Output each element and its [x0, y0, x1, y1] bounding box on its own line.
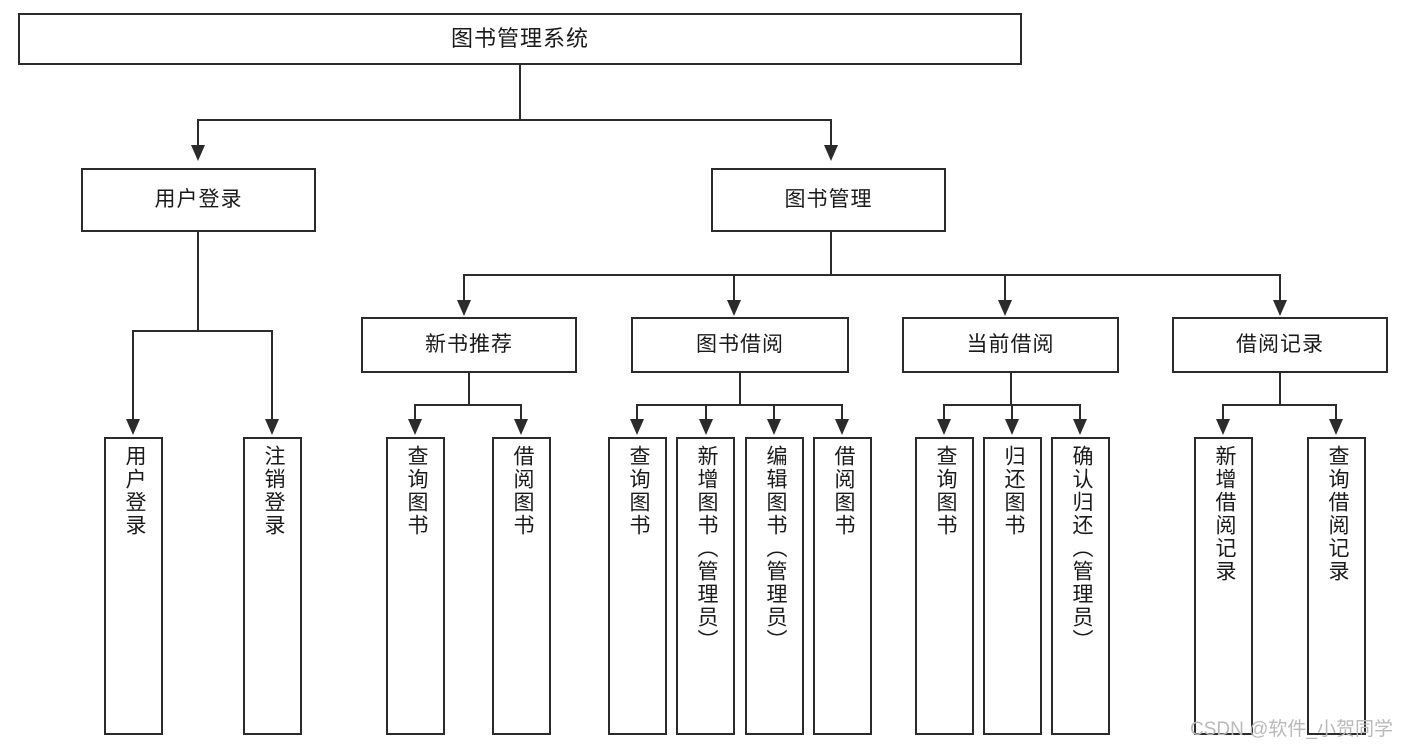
leaf-query-book-current[interactable]: 查询图书	[915, 437, 974, 735]
arrow-current-borrow-to-leaf-1	[1005, 419, 1019, 435]
node-label: 图书借阅	[696, 332, 784, 356]
connector-bm-to-book-borrow	[733, 274, 735, 302]
arrow-root-to-book-management	[824, 145, 838, 161]
node-borrow-record[interactable]: 借阅记录	[1172, 317, 1388, 373]
leaf-query-borrow-record[interactable]: 查询借阅记录	[1307, 437, 1366, 735]
connector-book-borrow-to-leaf-2	[773, 404, 775, 421]
arrow-new-book-to-leaf-1	[514, 419, 528, 435]
node-root-book-management-system[interactable]: 图书管理系统	[18, 13, 1022, 65]
leaf-label: 注销登录	[261, 445, 285, 537]
leaf-borrow-book[interactable]: 借阅图书	[813, 437, 872, 735]
connector-user-login-stem	[197, 232, 199, 331]
node-label: 图书管理	[784, 187, 873, 211]
connector-borrow-record-bus	[1223, 404, 1337, 406]
leaf-query-book-recommend[interactable]: 查询图书	[386, 437, 445, 735]
arrow-user-login-to-leaf-0	[126, 419, 140, 435]
node-label: 图书管理系统	[450, 26, 589, 52]
connector-current-borrow-stem	[1010, 373, 1012, 405]
leaf-label: 新增图书（管理员）	[694, 445, 718, 652]
connector-root-stem	[519, 65, 521, 120]
leaf-label: 查询图书	[404, 445, 428, 537]
node-user-login[interactable]: 用户登录	[81, 168, 316, 232]
connector-user-login-bus	[133, 330, 273, 332]
leaf-label: 确认归还（管理员）	[1069, 445, 1093, 652]
arrow-current-borrow-to-leaf-0	[937, 419, 951, 435]
leaf-query-book-borrow[interactable]: 查询图书	[608, 437, 667, 735]
arrow-user-login-to-leaf-1	[265, 419, 279, 435]
connector-borrow-record-to-leaf-0	[1222, 404, 1224, 421]
leaf-edit-book-admin[interactable]: 编辑图书（管理员）	[745, 437, 804, 735]
leaf-return-book[interactable]: 归还图书	[983, 437, 1042, 735]
node-book-management[interactable]: 图书管理	[711, 168, 946, 232]
leaf-label: 查询图书	[933, 445, 957, 537]
connector-bm-to-current-borrow	[1004, 274, 1006, 302]
connector-new-book-bus	[415, 404, 522, 406]
connector-book-management-stem	[830, 232, 832, 275]
leaf-label: 借阅图书	[510, 445, 534, 537]
arrow-bm-to-borrow-record	[1273, 300, 1287, 316]
arrow-root-to-user-login	[191, 145, 205, 161]
connector-new-book-stem	[468, 373, 470, 405]
connector-book-borrow-stem	[739, 373, 741, 405]
leaf-logout-login[interactable]: 注销登录	[243, 437, 302, 735]
connector-borrow-record-to-leaf-1	[1335, 404, 1337, 421]
arrow-borrow-record-to-leaf-1	[1329, 419, 1343, 435]
leaf-add-borrow-record[interactable]: 新增借阅记录	[1194, 437, 1253, 735]
arrow-bm-to-book-borrow	[727, 300, 741, 316]
connector-root-to-book-management	[830, 119, 832, 147]
arrow-new-book-to-leaf-0	[408, 419, 422, 435]
connector-current-borrow-to-leaf-0	[943, 404, 945, 421]
arrow-book-borrow-to-leaf-2	[767, 419, 781, 435]
watermark-csdn: CSDN @软件_小贺同学	[1190, 719, 1393, 740]
arrow-bm-to-new-book	[457, 300, 471, 316]
connector-book-management-bus	[464, 274, 1281, 276]
connector-new-book-to-leaf-0	[414, 404, 416, 421]
connector-bm-to-new-book	[463, 274, 465, 302]
connector-current-borrow-to-leaf-2	[1079, 404, 1081, 421]
node-current-borrow[interactable]: 当前借阅	[902, 317, 1119, 373]
node-new-book-recommend[interactable]: 新书推荐	[361, 317, 577, 373]
connector-book-borrow-to-leaf-0	[636, 404, 638, 421]
node-label: 用户登录	[154, 187, 243, 211]
arrow-book-borrow-to-leaf-0	[630, 419, 644, 435]
node-label: 新书推荐	[425, 332, 513, 356]
connector-book-borrow-to-leaf-1	[705, 404, 707, 421]
connector-bm-to-borrow-record	[1279, 274, 1281, 302]
leaf-label: 新增借阅记录	[1212, 445, 1236, 583]
leaf-label: 编辑图书（管理员）	[763, 445, 787, 652]
connector-user-login-to-leaf-1	[271, 330, 273, 421]
connector-book-borrow-to-leaf-3	[841, 404, 843, 421]
leaf-borrow-book-recommend[interactable]: 借阅图书	[492, 437, 551, 735]
connector-book-borrow-bus	[637, 404, 843, 406]
connector-root-bus	[198, 119, 832, 121]
arrow-book-borrow-to-leaf-1	[699, 419, 713, 435]
arrow-bm-to-current-borrow	[998, 300, 1012, 316]
leaf-add-book-admin[interactable]: 新增图书（管理员）	[676, 437, 735, 735]
connector-borrow-record-stem	[1279, 373, 1281, 405]
arrow-borrow-record-to-leaf-0	[1216, 419, 1230, 435]
connector-root-to-user-login	[197, 119, 199, 147]
leaf-label: 用户登录	[122, 445, 146, 537]
leaf-user-login[interactable]: 用户登录	[104, 437, 163, 735]
arrow-current-borrow-to-leaf-2	[1073, 419, 1087, 435]
node-label: 借阅记录	[1236, 332, 1324, 356]
connector-user-login-to-leaf-0	[132, 330, 134, 421]
connector-current-borrow-to-leaf-1	[1011, 404, 1013, 421]
leaf-confirm-return-admin[interactable]: 确认归还（管理员）	[1051, 437, 1110, 735]
leaf-label: 查询图书	[626, 445, 650, 537]
connector-new-book-to-leaf-1	[520, 404, 522, 421]
node-book-borrow[interactable]: 图书借阅	[631, 317, 849, 373]
arrow-book-borrow-to-leaf-3	[835, 419, 849, 435]
leaf-label: 查询借阅记录	[1325, 445, 1349, 583]
leaf-label: 归还图书	[1001, 445, 1025, 537]
leaf-label: 借阅图书	[831, 445, 855, 537]
node-label: 当前借阅	[966, 332, 1055, 356]
